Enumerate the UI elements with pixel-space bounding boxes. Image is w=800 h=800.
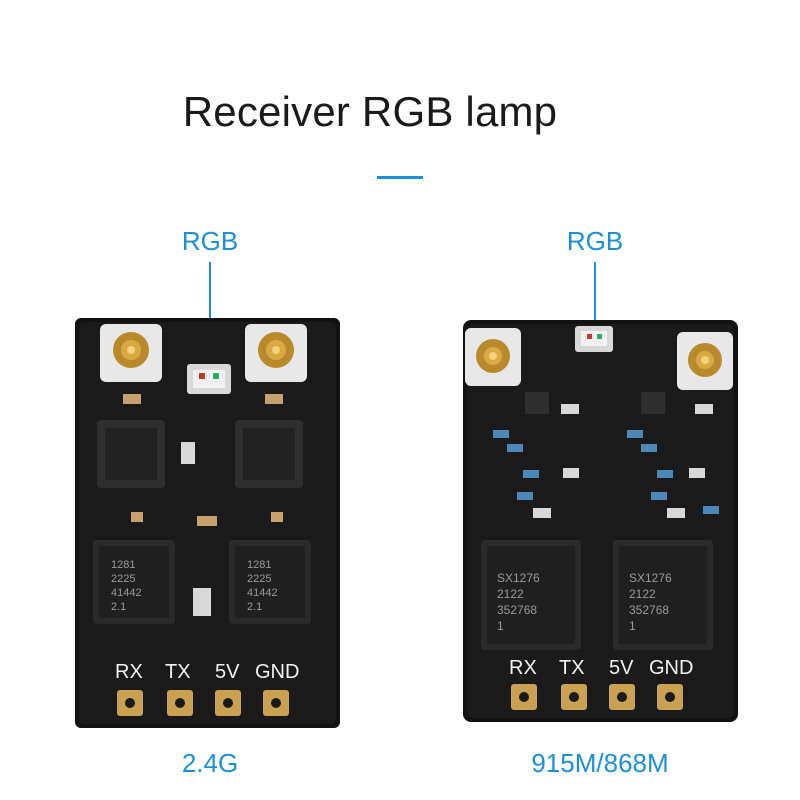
chip-marking-right-1: SX1276 (629, 571, 672, 585)
page-title: Receiver RGB lamp (182, 88, 558, 135)
pad-label-rx: RX (115, 661, 143, 683)
sx1276-chip-right: SX1276 2122 352768 1 (613, 540, 713, 650)
chip-marking-right-4: 1 (629, 619, 636, 633)
rgb-led (187, 364, 231, 394)
chip-marking-left-1: SX1276 (497, 571, 540, 585)
chip-marking-right-3: 352768 (629, 603, 669, 617)
mcu-chip-right: 1281 2225 41442 2.1 (229, 540, 311, 624)
receiver-board-2g4: 1281 2225 41442 2.1 1281 2225 41442 2.1 … (75, 318, 340, 728)
rgb-label-right: RGB (566, 226, 624, 256)
chip-marking-right-1: 1281 (247, 559, 271, 571)
antenna-connector-left (100, 324, 162, 382)
chip-marking-left-4: 2.1 (111, 601, 126, 613)
title-underline (377, 176, 423, 179)
solder-pads (511, 684, 683, 710)
pad-label-tx: TX (559, 657, 585, 679)
chip-marking-left-4: 1 (497, 619, 504, 633)
pad-label-rx: RX (509, 657, 537, 679)
antenna-connector-right (245, 324, 307, 382)
chip-marking-right-2: 2225 (247, 573, 271, 585)
caption-2g4: 2.4G (181, 748, 239, 778)
pad-label-gnd: GND (255, 661, 299, 683)
receiver-board-915m: SX1276 2122 352768 1 SX1276 2122 352768 … (463, 320, 738, 722)
chip-marking-left-1: 1281 (111, 559, 135, 571)
rgb-pointer-line-right (594, 262, 596, 334)
pad-label-5v: 5V (609, 657, 634, 679)
sx1276-chip-left: SX1276 2122 352768 1 (481, 540, 581, 650)
rgb-pointer-line-left (209, 262, 211, 362)
rf-chip-right (235, 420, 303, 488)
rf-chip-left (97, 420, 165, 488)
caption-915m-868m: 915M/868M (531, 748, 669, 778)
solder-pads (117, 690, 289, 716)
antenna-connector-left (465, 328, 521, 386)
chip-marking-left-2: 2225 (111, 573, 135, 585)
chip-marking-right-3: 41442 (247, 587, 278, 599)
chip-marking-left-3: 41442 (111, 587, 142, 599)
chip-marking-right-4: 2.1 (247, 601, 262, 613)
rgb-label-left: RGB (181, 226, 239, 256)
pad-label-gnd: GND (649, 657, 693, 679)
mcu-chip-left: 1281 2225 41442 2.1 (93, 540, 175, 624)
chip-marking-right-2: 2122 (629, 587, 656, 601)
rgb-led (575, 326, 613, 352)
pad-label-5v: 5V (215, 661, 240, 683)
chip-marking-left-2: 2122 (497, 587, 524, 601)
pad-label-tx: TX (165, 661, 191, 683)
chip-marking-left-3: 352768 (497, 603, 537, 617)
antenna-connector-right (677, 332, 733, 390)
